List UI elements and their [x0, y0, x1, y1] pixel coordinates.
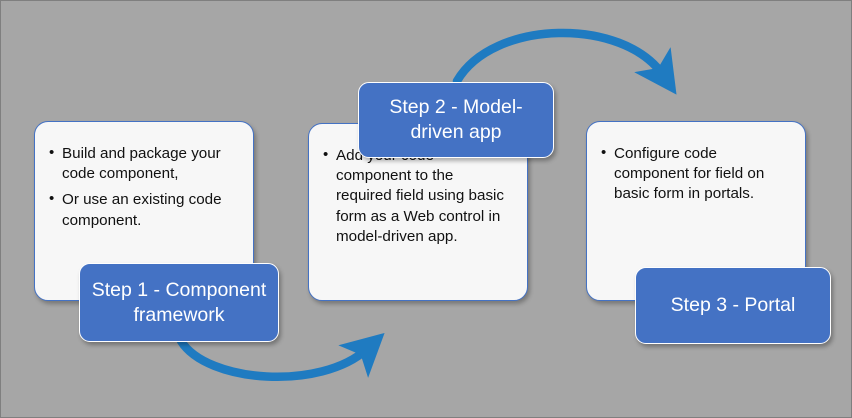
list-item: Or use an existing code component. [49, 189, 237, 230]
step-1-label-text: Step 1 - Component framework [91, 278, 267, 326]
step-3-label-text: Step 3 - Portal [670, 294, 796, 317]
step-1-card: Build and package your code component, O… [34, 121, 254, 301]
arrow-step2-to-step3 [452, 28, 677, 95]
list-item: Add your code component to the required … [323, 145, 511, 247]
step-1-bullet-list: Build and package your code component, O… [35, 122, 253, 247]
arrow-step1-to-step2 [176, 332, 385, 382]
step-2-label-text: Step 2 - Model-driven app [389, 96, 523, 143]
step-3-bullet-list: Configure code component for field on ba… [587, 122, 805, 221]
step-2-label-box: Step 2 - Model-driven app [358, 82, 554, 158]
list-item: Configure code component for field on ba… [601, 143, 789, 205]
step-2-bullet-list: Add your code component to the required … [309, 124, 527, 263]
list-item: Build and package your code component, [49, 143, 237, 184]
step-3-label-box: Step 3 - Portal [635, 267, 831, 344]
step-1-label-box: Step 1 - Component framework [79, 263, 279, 342]
